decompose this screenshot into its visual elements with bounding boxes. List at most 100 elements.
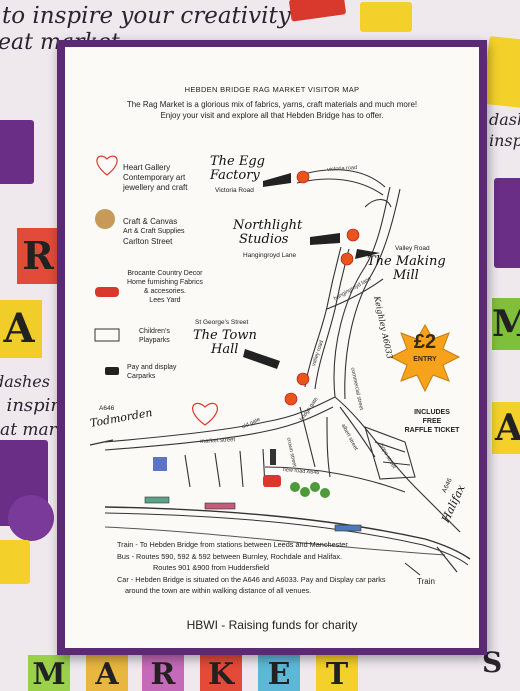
transport-bus: Bus - Routes 590, 592 & 592 between Burn… [117, 551, 342, 561]
visitor-map-flyer: HEBDEN BRIDGE RAG MARKET VISITOR MAP The… [57, 40, 487, 655]
venue-northlight-line1: Northlight [233, 218, 303, 233]
legend-heart-name: Heart Gallery [123, 163, 171, 172]
road-a646-lower [104, 406, 334, 451]
pointing-hands [243, 173, 380, 369]
bg-letter-k: K [200, 655, 242, 691]
road-new-road [264, 466, 406, 493]
legend-carparks-line2: Carparks [127, 373, 156, 380]
bg-tile-purple-left [0, 120, 34, 184]
venue-making-line1: The Making [367, 254, 446, 269]
venue-townhall-pre: St George's Street [195, 319, 249, 326]
legend-heart-line2: Contemporary art [123, 173, 186, 182]
venue-townhall-line2: Hall [211, 342, 239, 357]
free-line-2: FREE [422, 418, 442, 425]
canal [104, 526, 446, 556]
bg-letter-r: R [142, 655, 184, 691]
bg-phrase-3: dashe [489, 110, 520, 129]
legend-playparks: Children's Playparks [139, 327, 170, 345]
legend-craft-line3: Carlton Street [123, 237, 173, 246]
label-todmorden-code: A646 [99, 405, 115, 412]
bg-phrase-8: S [482, 646, 503, 679]
legend-brocante-line2: Home furnishing Fabrics [127, 279, 203, 286]
canal-boats [144, 496, 362, 532]
bg-letter-m-right: M [492, 298, 520, 350]
bg-letter-a-left: A [0, 300, 42, 358]
bg-letter-t: T [316, 655, 358, 691]
legend-playparks-line1: Children's [139, 328, 170, 335]
brocante-icon [95, 287, 119, 297]
bg-tile-red-strip [288, 0, 347, 22]
bg-phrase-7: eat mark [0, 420, 68, 440]
legend-brocante: Brocante Country Decor Home furnishing F… [127, 269, 203, 305]
road-valley [304, 246, 342, 388]
bg-tile-yellow-top [360, 2, 412, 32]
legend-heart-gallery: Heart Gallery Contemporary art jewellery… [123, 163, 187, 193]
venue-egg-line2: Factory [210, 168, 260, 183]
railway-2 [104, 512, 469, 566]
road-valley-2 [314, 248, 350, 390]
entry-price: £2 [413, 331, 437, 353]
road-victoria [299, 169, 386, 188]
label-train: Train [417, 577, 435, 586]
bg-letter-m: M [28, 655, 70, 691]
bg-tile-purple-right [494, 178, 520, 268]
road-keighley-2 [344, 188, 401, 400]
legend-brocante-line4: Lees Yard [149, 297, 181, 304]
road-hangingroyd [326, 278, 384, 310]
free-line-1: INCLUDES [414, 409, 450, 416]
venue-northlight: Northlight Studios [233, 219, 302, 247]
station-icon [153, 457, 167, 471]
entry-star-shape [389, 323, 461, 393]
arrow-train [404, 562, 421, 576]
transport-car: Car - Hebden Bridge is situated on the A… [117, 574, 386, 584]
bg-letter-a-right: A [492, 402, 520, 454]
transport-bus-2: Routes 901 &900 from Huddersfield [153, 563, 270, 572]
legend-craft-line2: Art & Craft Supplies [123, 228, 185, 235]
road-grid-2 [374, 441, 406, 453]
bg-phrase-6: o inspir [0, 395, 60, 416]
venue-making-pre: Valley Road [395, 245, 430, 252]
bg-letter-r-left: R [17, 228, 59, 284]
town-map [89, 155, 471, 576]
transport-info: Train - To Hebden Bridge from stations b… [117, 539, 386, 597]
intro-line-2: Enjoy your visit and explore all that He… [160, 111, 384, 120]
road-victoria-loop [364, 198, 392, 208]
venue-making-mill: The Making Mill [367, 255, 446, 283]
post-icon [263, 475, 281, 487]
legend-brocante-line3: & accesories. [143, 288, 186, 295]
bg-phrase-4: inspi [489, 131, 520, 150]
arrow-todmorden [89, 439, 114, 446]
heart-icon [96, 155, 118, 176]
legend-carparks-line1: Pay and display [127, 364, 177, 371]
park-trees [290, 482, 330, 498]
bg-phrase-top: to inspire your creativity [2, 3, 291, 29]
arrow-halifax [436, 546, 458, 573]
road-a646 [104, 396, 461, 533]
flyer-sheet: HEBDEN BRIDGE RAG MARKET VISITOR MAP The… [65, 47, 479, 648]
intro-line-1: The Rag Market is a glorious mix of fabr… [126, 100, 418, 109]
free-raffle-ticket: INCLUDES FREE RAFFLE TICKET [387, 408, 477, 435]
legend-brocante-line1: Brocante Country Decor [127, 270, 203, 277]
legend-craft-name: Craft & Canvas [123, 217, 178, 226]
legend-heart-line3: jewellery and craft [123, 183, 188, 192]
transport-train: Train - To Hebden Bridge from stations b… [117, 540, 348, 549]
bg-circle-purple [8, 495, 54, 541]
traffic-light-icon [270, 449, 276, 465]
road-market [184, 448, 266, 488]
legend-craft-canvas: Craft & Canvas Art & Craft Supplies Carl… [123, 217, 184, 247]
venue-egg-sub: Victoria Road [215, 187, 254, 194]
transport-car-2: around the town are within walking dista… [125, 586, 312, 595]
bg-tile-yellow-right [482, 36, 520, 108]
road-victoria-2 [296, 178, 384, 196]
venue-egg-factory: The Egg Factory [210, 155, 265, 183]
car-icon [105, 367, 119, 375]
heart-map-icon [192, 402, 218, 426]
venue-markers [284, 170, 360, 406]
free-line-3: RAFFLE TICKET [404, 427, 460, 434]
road-albert [326, 416, 331, 478]
venue-making-line2: Mill [393, 268, 419, 283]
road-grid-3 [382, 461, 411, 466]
bg-phrase-5: dashes [0, 372, 50, 391]
flyer-title: HEBDEN BRIDGE RAG MARKET VISITOR MAP [184, 85, 360, 94]
